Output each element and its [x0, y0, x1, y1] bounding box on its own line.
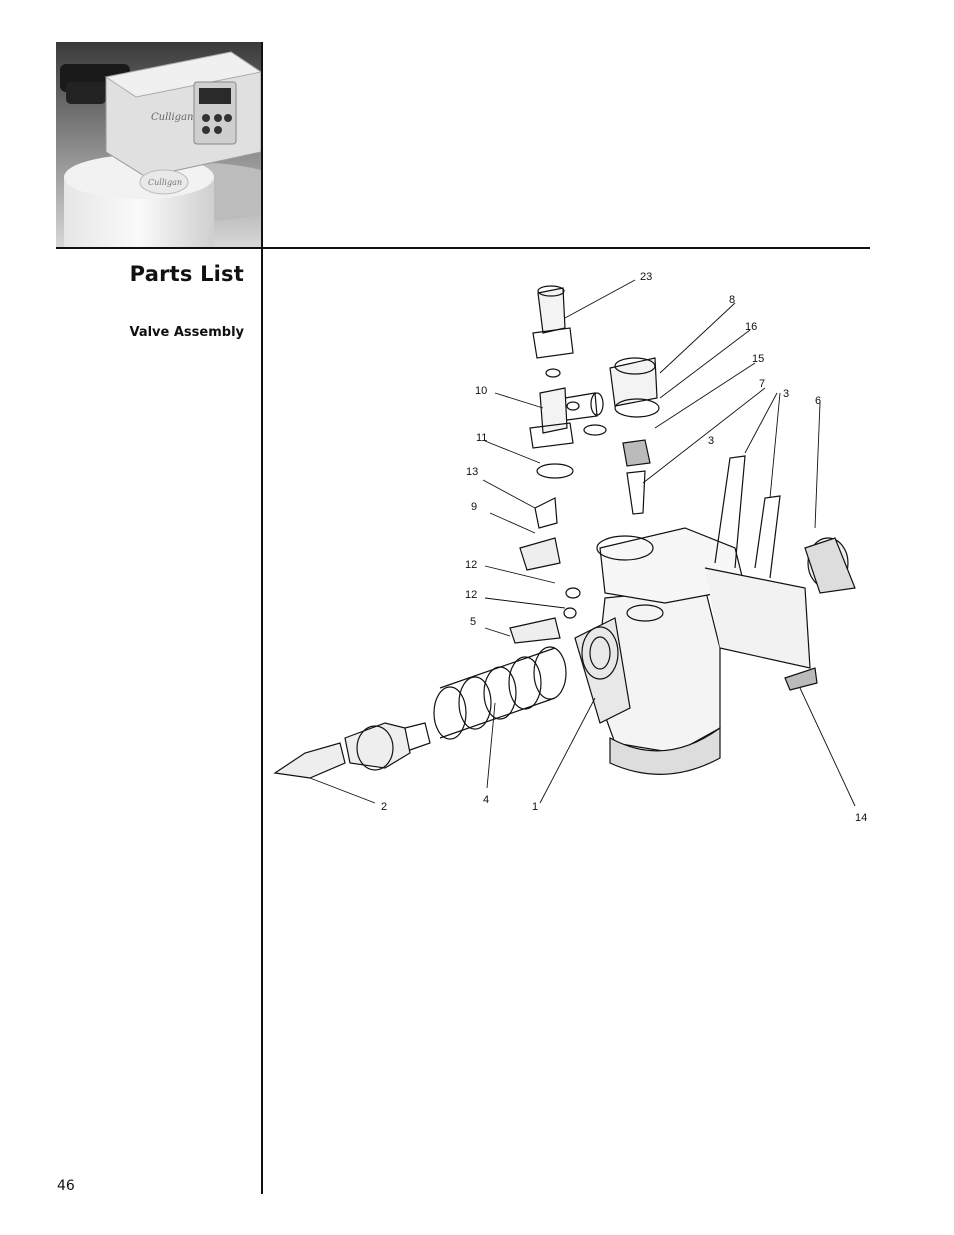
svg-text:Culligan: Culligan	[148, 178, 182, 187]
callout-1: 1	[532, 801, 538, 813]
callout-8: 8	[729, 294, 735, 306]
vertical-rule	[261, 42, 263, 1194]
section-title: Parts List	[129, 262, 244, 286]
callout-23: 23	[640, 271, 652, 283]
callout-4: 4	[483, 794, 489, 806]
callout-3a: 3	[783, 388, 789, 400]
valve-assembly-diagram: 23 8 16 15 7 3 3 10 6 11 13 9 12 12 5 2 …	[273, 271, 867, 824]
callout-12b: 12	[465, 589, 477, 601]
callout-10: 10	[475, 385, 487, 397]
subsection-title: Valve Assembly	[129, 325, 244, 340]
product-photo: Culligan Culligan	[56, 42, 263, 248]
callout-9: 9	[471, 501, 477, 513]
svg-text:Culligan: Culligan	[151, 112, 194, 123]
horizontal-rule	[56, 247, 870, 249]
callout-13: 13	[466, 466, 478, 478]
callout-14: 14	[855, 812, 867, 824]
callout-6: 6	[815, 395, 821, 407]
callout-16: 16	[745, 321, 757, 333]
callout-2: 2	[381, 801, 387, 813]
callout-12a: 12	[465, 559, 477, 571]
callout-11: 11	[476, 432, 487, 444]
callout-7: 7	[759, 378, 765, 390]
callout-15: 15	[752, 353, 764, 365]
callout-5: 5	[470, 616, 476, 628]
callout-3b: 3	[708, 435, 714, 447]
page-number: 46	[57, 1178, 75, 1194]
